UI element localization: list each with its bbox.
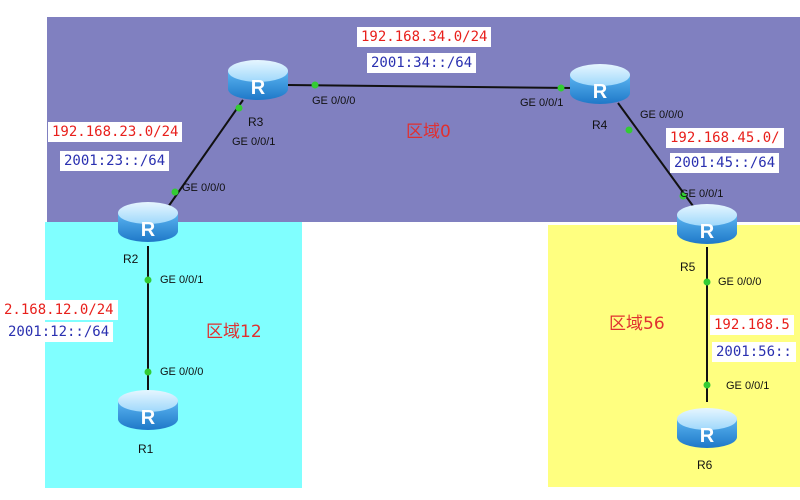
router-r5-icon[interactable]: R [677, 204, 737, 244]
port-dot-r4-ge000 [625, 126, 633, 134]
port-dot-r3-ge001 [235, 104, 243, 112]
port-dot-r5-ge001 [679, 192, 687, 200]
port-label-r3-ge001: GE 0/0/1 [232, 136, 276, 148]
router-r1-label: R1 [138, 442, 154, 456]
subnet-ipv4-r2-r3: 192.168.23.0/24 [48, 122, 183, 142]
area-12-label: 区域12 [206, 322, 262, 342]
area-12-region [45, 222, 302, 488]
area-56-label: 区域56 [609, 314, 665, 334]
port-label-r1-ge000: GE 0/0/0 [160, 366, 204, 378]
link-r3-r4 [287, 84, 573, 89]
port-label-r5-ge000: GE 0/0/0 [718, 276, 762, 288]
router-r6-label: R6 [697, 458, 713, 472]
port-label-r2-ge000: GE 0/0/0 [182, 182, 226, 194]
link-r4-r5 [617, 102, 694, 207]
port-label-r6-ge001: GE 0/0/1 [726, 380, 770, 392]
port-label-r5-ge001: GE 0/0/1 [680, 188, 724, 200]
svg-text:R: R [251, 77, 266, 99]
port-label-r4-ge001: GE 0/0/1 [520, 97, 564, 109]
port-label-r3-ge000: GE 0/0/0 [312, 95, 356, 107]
port-dot-r5-ge000 [703, 278, 711, 286]
area-0-region [47, 17, 800, 222]
svg-text:R: R [141, 219, 156, 241]
subnet-ipv6-r5-r6: 2001:56:: [712, 342, 796, 362]
area-0-label: 区域0 [406, 122, 451, 142]
subnet-ipv4-r5-r6: 192.168.5 [710, 315, 794, 335]
svg-text:R: R [593, 81, 608, 103]
subnet-ipv6-r3-r4: 2001:34::/64 [367, 53, 477, 73]
subnet-ipv4-r4-r5: 192.168.45.0/ [666, 128, 784, 148]
router-r4-label: R4 [592, 118, 608, 132]
port-dot-r2-ge001 [144, 276, 152, 284]
port-label-r2-ge001: GE 0/0/1 [160, 274, 204, 286]
port-dot-r3-ge000 [311, 81, 319, 89]
subnet-ipv4-r3-r4: 192.168.34.0/24 [357, 27, 492, 47]
port-dot-r4-ge001 [557, 84, 565, 92]
port-dot-r6-ge001 [703, 381, 711, 389]
router-r2-icon[interactable]: R [118, 202, 178, 242]
router-r1-icon[interactable]: R [118, 390, 178, 430]
router-r3-icon[interactable]: R [228, 60, 288, 100]
port-label-r4-ge000: GE 0/0/0 [640, 109, 684, 121]
subnet-ipv6-r2-r3: 2001:23::/64 [60, 151, 170, 171]
subnet-ipv6-r1-r2: 2001:12::/64 [4, 322, 114, 342]
link-r2-r3 [167, 99, 244, 208]
svg-text:R: R [700, 425, 715, 447]
router-r6-icon[interactable]: R [677, 408, 737, 448]
router-r4-icon[interactable]: R [570, 64, 630, 104]
svg-text:R: R [700, 221, 715, 243]
router-r2-label: R2 [123, 252, 139, 266]
port-dot-r2-ge000 [171, 188, 179, 196]
svg-text:R: R [141, 407, 156, 429]
port-dot-r1-ge000 [144, 368, 152, 376]
router-r3-label: R3 [248, 115, 264, 129]
subnet-ipv6-r4-r5: 2001:45::/64 [670, 153, 780, 173]
router-r5-label: R5 [680, 260, 696, 274]
port-dots [144, 81, 711, 389]
subnet-ipv4-r1-r2: 2.168.12.0/24 [0, 300, 118, 320]
